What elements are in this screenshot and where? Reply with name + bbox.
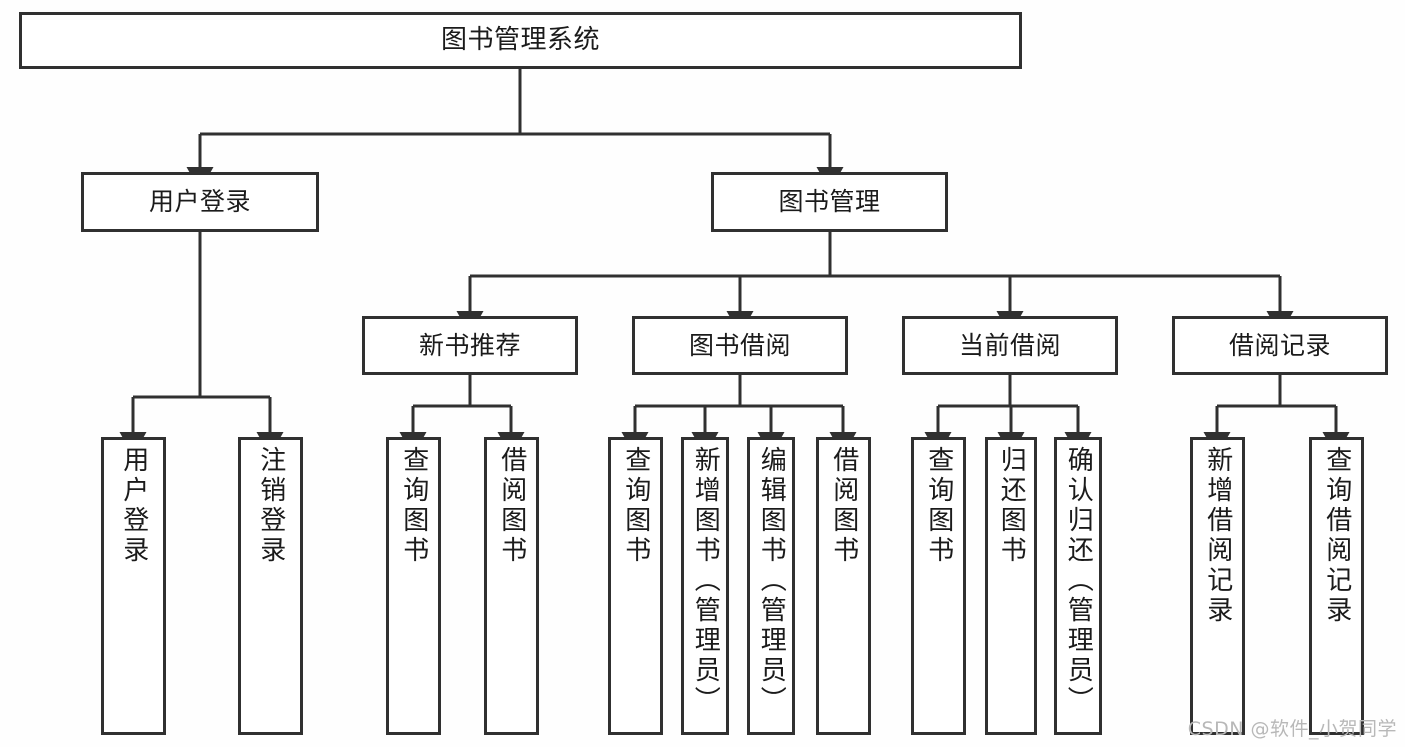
leaf-edit-book-admin[interactable]: 编辑图书（管理员） xyxy=(747,437,795,735)
node-label: 借阅记录 xyxy=(1228,330,1331,360)
leaf-borrow-book-1[interactable]: 借阅图书 xyxy=(484,437,539,735)
edges-group xyxy=(119,69,1350,456)
leaf-query-borrow-record[interactable]: 查询借阅记录 xyxy=(1309,437,1364,735)
node-book-management[interactable]: 图书管理 xyxy=(711,172,948,232)
node-book-borrow[interactable]: 图书借阅 xyxy=(632,316,848,375)
node-borrow-record[interactable]: 借阅记录 xyxy=(1172,316,1388,375)
node-label: 查询借阅记录 xyxy=(1321,446,1352,626)
node-label: 图书借阅 xyxy=(688,330,791,360)
node-user-login[interactable]: 用户登录 xyxy=(81,172,319,232)
node-label: 编辑图书（管理员） xyxy=(756,446,787,716)
leaf-return-book[interactable]: 归还图书 xyxy=(985,437,1037,735)
node-label: 查询图书 xyxy=(398,446,429,566)
node-label: 确认归还（管理员） xyxy=(1063,446,1094,716)
node-label: 归还图书 xyxy=(996,446,1027,566)
leaf-confirm-return-admin[interactable]: 确认归还（管理员） xyxy=(1054,437,1102,735)
leaf-add-book-admin[interactable]: 新增图书（管理员） xyxy=(681,437,729,735)
node-label: 新书推荐 xyxy=(418,330,521,360)
node-label: 新增图书（管理员） xyxy=(690,446,721,716)
leaf-add-borrow-record[interactable]: 新增借阅记录 xyxy=(1190,437,1245,735)
node-label: 图书管理 xyxy=(778,187,881,217)
leaf-borrow-book-2[interactable]: 借阅图书 xyxy=(816,437,871,735)
node-label: 图书管理系统 xyxy=(440,25,600,56)
node-new-book-recommend[interactable]: 新书推荐 xyxy=(362,316,578,375)
leaf-query-book-2[interactable]: 查询图书 xyxy=(608,437,663,735)
node-label: 查询图书 xyxy=(923,446,954,566)
node-label: 借阅图书 xyxy=(828,446,859,566)
node-label: 借阅图书 xyxy=(496,446,527,566)
node-label: 用户登录 xyxy=(118,446,149,566)
watermark-text: CSDN @软件_小贺同学 xyxy=(1187,718,1397,740)
node-label: 用户登录 xyxy=(148,187,251,217)
node-label: 查询图书 xyxy=(620,446,651,566)
node-label: 当前借阅 xyxy=(958,330,1061,360)
leaf-query-book-3[interactable]: 查询图书 xyxy=(911,437,966,735)
node-label: 新增借阅记录 xyxy=(1202,446,1233,626)
node-root-system[interactable]: 图书管理系统 xyxy=(19,12,1022,69)
leaf-user-login[interactable]: 用户登录 xyxy=(101,437,166,735)
node-label: 注销登录 xyxy=(255,446,286,566)
leaf-query-book-1[interactable]: 查询图书 xyxy=(386,437,441,735)
leaf-logout[interactable]: 注销登录 xyxy=(238,437,303,735)
node-current-borrow[interactable]: 当前借阅 xyxy=(902,316,1118,375)
